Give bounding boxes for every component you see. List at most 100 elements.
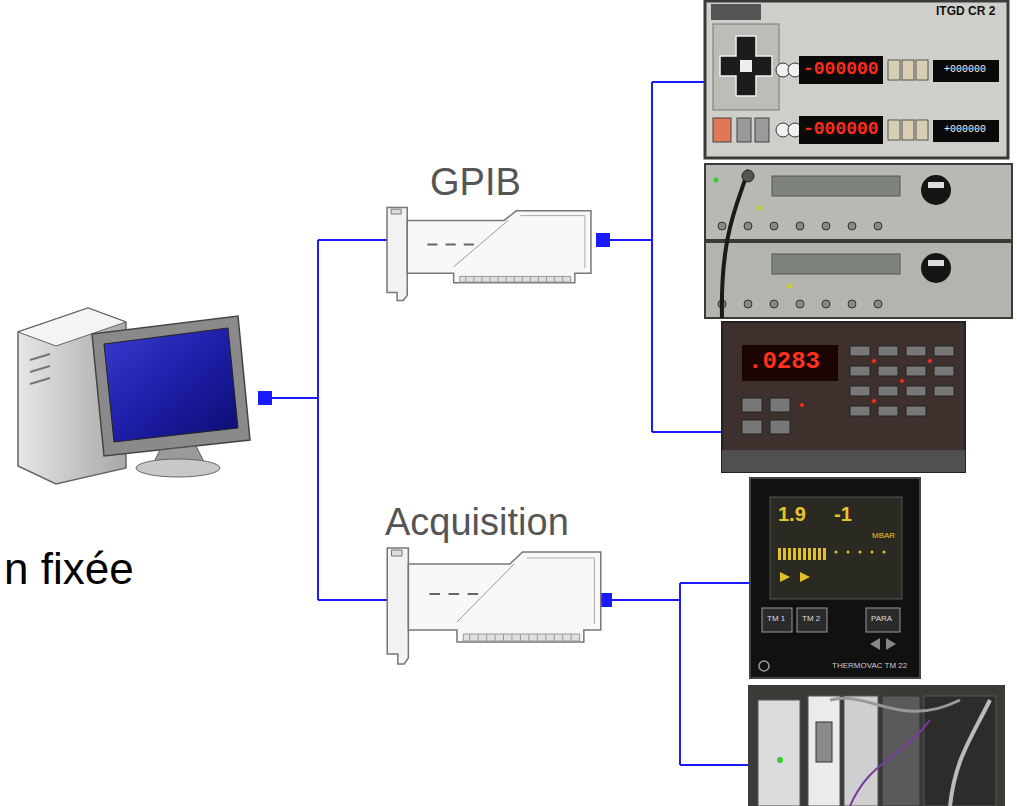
ammeter-photo xyxy=(906,346,926,356)
daq-chassis-photo xyxy=(748,685,1005,806)
daq-chassis-photo xyxy=(808,696,840,806)
vacuum-gauge-photo xyxy=(778,548,781,560)
vacuum-gauge-photo xyxy=(870,638,880,650)
vacuum-gauge-photo xyxy=(871,551,874,554)
bus-wire xyxy=(317,240,319,600)
ammeter-photo xyxy=(906,406,926,416)
vacuum-gauge-photo xyxy=(762,608,900,632)
led-readout: -000000 xyxy=(803,120,879,140)
bus-wire xyxy=(318,599,388,601)
interface-card: Acquisition xyxy=(383,500,605,666)
slide-text: n fixée xyxy=(4,545,134,593)
controller-photo xyxy=(705,1,1008,158)
ammeter-photo xyxy=(934,366,954,376)
rack-instrument-photo xyxy=(928,260,944,266)
ammeter-photo xyxy=(722,322,965,472)
controller-photo xyxy=(713,24,779,110)
connector-square xyxy=(258,233,612,607)
vacuum-gauge-photo xyxy=(866,608,900,632)
card-bracket xyxy=(387,208,407,301)
computer-icon xyxy=(30,378,50,384)
rack-instrument-photo xyxy=(758,206,763,211)
bus-wire xyxy=(272,397,318,399)
ammeter-photo xyxy=(742,420,762,434)
vacuum-gauge-photo xyxy=(818,548,821,560)
bus-wire xyxy=(680,764,748,766)
vacuum-gauge-photo xyxy=(798,548,801,560)
card-outline xyxy=(383,546,605,666)
vacuum-gauge-photo xyxy=(886,638,896,650)
bus-wire xyxy=(652,431,722,433)
controller-photo xyxy=(888,60,900,80)
bus-wire xyxy=(272,82,750,765)
daq-chassis-photo xyxy=(950,700,990,806)
computer-icon xyxy=(30,366,50,372)
bus-wire xyxy=(610,239,652,241)
rack-instrument-photo xyxy=(770,300,778,308)
vacuum-gauge-photo xyxy=(750,478,920,678)
card-contacts xyxy=(466,276,563,282)
bus-wire xyxy=(318,239,388,241)
bus-wire xyxy=(652,81,705,83)
daq-chassis-photo xyxy=(924,696,996,806)
bus-wire xyxy=(679,583,681,765)
card-contacts xyxy=(463,634,579,641)
lcd-readout: 1.9 xyxy=(778,503,806,525)
vacuum-gauge-photo xyxy=(750,478,920,678)
daq-chassis-photo xyxy=(844,696,878,806)
vacuum-gauge-photo xyxy=(793,548,796,560)
card-label: Acquisition xyxy=(385,500,569,544)
ammeter-photo xyxy=(900,379,904,383)
interface-card: GPIB xyxy=(383,160,595,302)
vacuum-gauge-photo xyxy=(808,548,811,560)
vacuum-gauge-photo xyxy=(780,572,790,582)
ammeter-photo xyxy=(906,386,926,396)
daq-chassis-photo xyxy=(816,722,832,762)
card-bracket xyxy=(391,209,401,214)
controller-photo xyxy=(916,60,928,80)
computer-icon xyxy=(104,328,238,442)
controller-photo xyxy=(902,60,914,80)
counter-readout: +000000 xyxy=(944,124,986,135)
rack-instrument-photo xyxy=(874,300,882,308)
card-marking xyxy=(430,593,479,595)
ammeter-photo xyxy=(872,399,876,403)
vacuum-gauge-photo xyxy=(859,551,862,554)
button-label: TM 2 xyxy=(802,615,820,624)
controller-photo xyxy=(902,120,914,140)
ammeter-photo xyxy=(878,406,898,416)
vacuum-gauge-photo xyxy=(835,551,838,554)
vacuum-gauge-photo xyxy=(788,548,791,560)
controller-photo xyxy=(755,118,769,142)
card-board xyxy=(527,558,595,624)
card-label: GPIB xyxy=(430,160,521,204)
connector-square xyxy=(596,233,610,247)
rack-instrument-photo xyxy=(822,222,830,230)
daq-chassis-photo xyxy=(830,698,960,711)
rack-instrument-photo xyxy=(770,222,778,230)
lcd-exponent: -1 xyxy=(834,503,852,525)
computer-icon xyxy=(18,308,250,484)
brand-label: THERMOVAC TM 22 xyxy=(832,662,907,671)
bus-wire xyxy=(612,599,680,601)
ammeter-photo xyxy=(872,359,876,363)
computer-icon xyxy=(30,354,50,360)
card-board xyxy=(520,216,585,269)
vacuum-gauge-photo xyxy=(813,548,816,560)
vacuum-gauge-photo xyxy=(778,548,886,582)
rack-instrument-photo xyxy=(772,254,900,274)
ammeter-photo xyxy=(878,346,898,356)
vacuum-gauge-photo xyxy=(800,572,810,582)
card-board xyxy=(408,552,600,642)
bus-wire xyxy=(651,82,653,432)
daq-chassis-photo xyxy=(850,720,930,806)
counter-readout: +000000 xyxy=(944,64,986,75)
daq-chassis-photo xyxy=(777,757,783,763)
ammeter-photo xyxy=(800,403,804,407)
led-readout: -000000 xyxy=(803,60,879,80)
controller-photo xyxy=(720,36,772,96)
controller-photo xyxy=(740,60,752,72)
rack-instrument-photo xyxy=(928,182,944,188)
controller-photo xyxy=(933,120,999,142)
